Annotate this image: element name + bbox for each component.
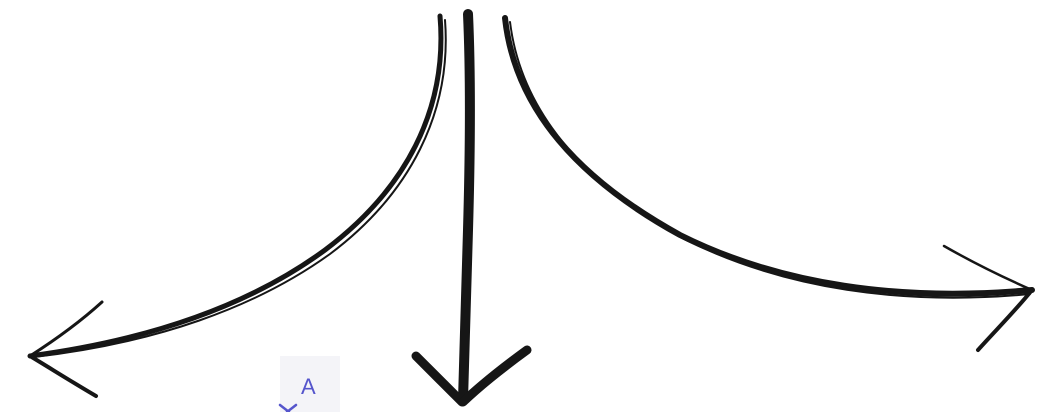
- center-arrow-shaft: [463, 14, 470, 400]
- center-arrowhead-left: [416, 356, 462, 402]
- right-arrowhead-upper: [944, 246, 1032, 290]
- left-arrowhead-lower: [30, 356, 96, 396]
- center-arrowhead-right: [463, 350, 527, 402]
- point-a[interactable]: A: [280, 356, 340, 412]
- left-arrow-shaft: [30, 16, 441, 356]
- center-down-arrow: [416, 14, 527, 402]
- right-curved-arrow: [505, 18, 1032, 350]
- right-arrowhead-lower: [978, 290, 1032, 350]
- point-label: A: [301, 374, 316, 399]
- right-arrow-shaft-edge: [510, 22, 1030, 298]
- left-curved-arrow: [30, 16, 446, 396]
